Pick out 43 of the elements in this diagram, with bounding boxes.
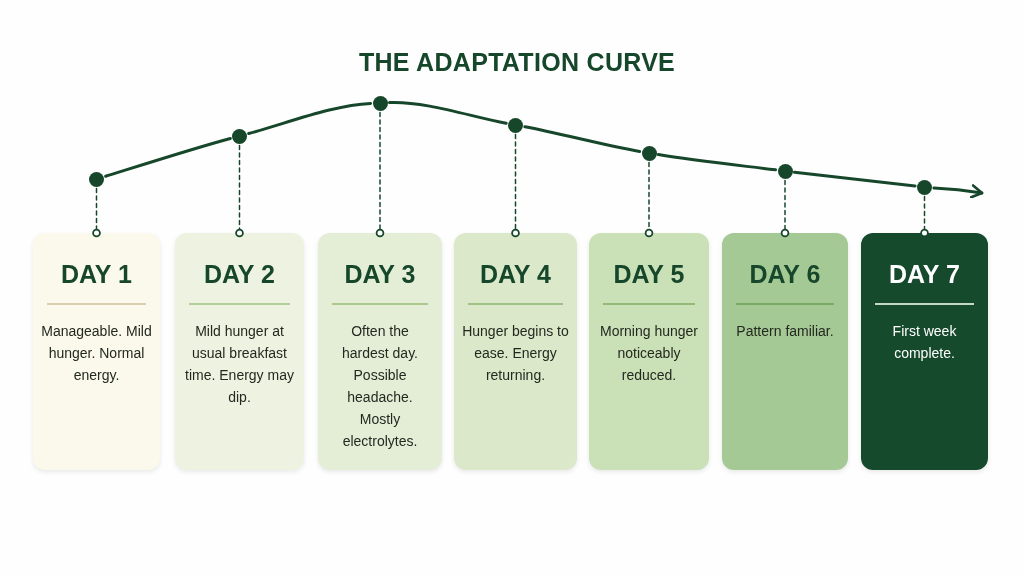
day-card (861, 233, 988, 470)
curve-point (508, 117, 523, 133)
curve-line (792, 170, 917, 188)
card-heading: DAY 5 (613, 259, 685, 289)
dashed-leader-line (644, 161, 654, 238)
card-text: Hunger begins to ease. Energy returning. (461, 321, 570, 385)
curve-line (247, 101, 372, 136)
curve-point (777, 163, 793, 179)
dashed-leader-line (780, 179, 790, 238)
dashed-leader-line (511, 133, 520, 238)
card-heading: DAY 6 (749, 259, 821, 289)
card-text: Pattern familiar. (735, 321, 835, 341)
curve-line (932, 184, 984, 199)
curve-point (89, 171, 104, 187)
dashed-leader-line (375, 111, 385, 238)
day-card (722, 233, 848, 470)
curve-point (372, 95, 388, 111)
card-heading: DAY 4 (480, 259, 551, 289)
dashed-leader-line (920, 195, 929, 238)
card-heading: DAY 1 (61, 259, 132, 289)
curve-point (232, 128, 247, 144)
day-card (175, 233, 304, 470)
card-heading: DAY 7 (889, 259, 960, 289)
card-text: Often the hardest day. Possible headache. Mostly electrolytes. (341, 321, 419, 451)
dashed-leader-line (92, 187, 101, 238)
curve-line (656, 153, 778, 172)
card-text: Morning hunger noticeably reduced. (598, 321, 700, 385)
title: THE ADAPTATION CURVE (358, 47, 676, 77)
card-heading: DAY 2 (204, 259, 275, 289)
day-card (454, 233, 577, 470)
card-text: First week complete. (891, 321, 958, 363)
card-text: Manageable. Mild hunger. Normal energy. (40, 321, 153, 385)
curve-line (104, 136, 232, 178)
curve-line (523, 125, 642, 153)
day-card (33, 233, 160, 470)
day-card (318, 233, 442, 470)
curve-point (917, 179, 932, 195)
day-card (589, 233, 709, 470)
card-text: Mild hunger at usual breakfast time. Energy may dip. (184, 321, 295, 407)
dashed-leader-line (235, 144, 244, 238)
curve-line (388, 101, 508, 125)
curve-point (641, 145, 657, 161)
card-heading: DAY 3 (344, 259, 416, 289)
